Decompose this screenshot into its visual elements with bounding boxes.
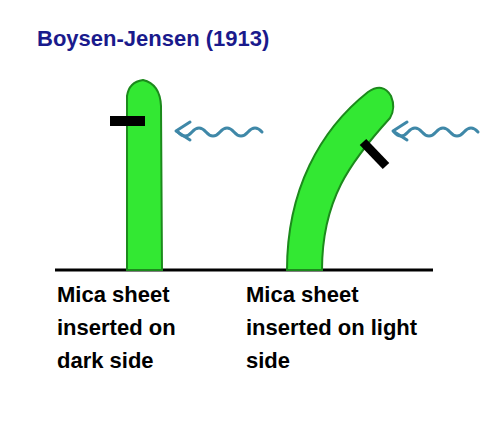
- caption-label: Mica sheet inserted on light side: [246, 278, 431, 377]
- mica-sheet: [110, 116, 145, 126]
- ground-line: [55, 269, 433, 272]
- diagram-title: Boysen-Jensen (1913): [37, 26, 269, 52]
- light-wave: [178, 128, 262, 136]
- coleoptile-straight: [127, 80, 162, 270]
- mica-sheet: [363, 142, 386, 166]
- caption-label: Mica sheet inserted on dark side: [57, 278, 227, 377]
- arrow-head: [176, 122, 190, 140]
- light-wave: [394, 128, 478, 136]
- coleoptile-bent: [287, 88, 393, 270]
- arrow-head: [393, 122, 407, 140]
